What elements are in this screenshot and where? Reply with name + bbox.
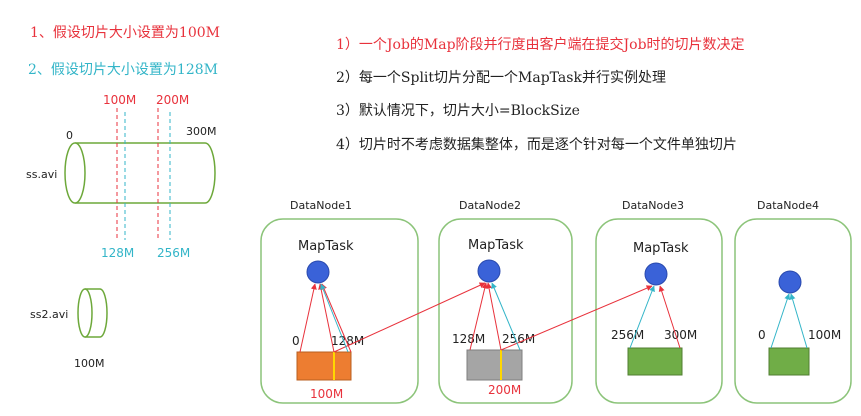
- datanode-1-right-label: 128M: [331, 334, 364, 348]
- datanode-2-right-label: 256M: [502, 332, 535, 346]
- datanode-2-split-label: 200M: [488, 383, 521, 397]
- datanode-4-maptask-circle: [778, 270, 802, 294]
- rule-1: 1）一个Job的Map阶段并行度由客户端在提交Job时的切片数决定: [336, 36, 745, 53]
- datanode-1-split-label: 100M: [310, 387, 343, 401]
- scenario-1-heading: 1、假设切片大小设置为100M: [30, 25, 220, 41]
- file-ss-avi-mark-128m: 128M: [101, 246, 134, 260]
- datanode-3-right-label: 300M: [664, 328, 697, 342]
- teal-split-arrows: [320, 282, 808, 353]
- file-ss2-avi-cylinder: [77, 288, 108, 338]
- datanode-1-maptask-circle: [306, 260, 330, 284]
- file-ss-avi-mark-0: 0: [66, 129, 73, 142]
- rule-2: 2）每一个Split切片分配一个MapTask并行实例处理: [336, 70, 666, 86]
- datanode-3-maptask-label: MapTask: [633, 241, 689, 256]
- scenario-2-heading: 2、假设切片大小设置为128M: [28, 62, 218, 78]
- file-ss-avi-mark-200m: 200M: [156, 93, 189, 107]
- datanode-2-maptask-label: MapTask: [468, 238, 524, 253]
- datanode-4-right-label: 100M: [808, 328, 841, 342]
- datanode-3-name: DataNode3: [622, 199, 684, 212]
- file-ss-avi-mark-256m: 256M: [157, 246, 190, 260]
- file-ss-avi-mark-300m: 300M: [186, 125, 217, 138]
- file-ss-avi-name: ss.avi: [26, 168, 57, 181]
- datanode-1-name: DataNode1: [290, 199, 352, 212]
- datanode-3-block: [627, 347, 683, 376]
- datanode-2-maptask-circle: [477, 259, 501, 283]
- file-ss2-avi-name: ss2.avi: [30, 308, 68, 321]
- datanode-2-left-label: 128M: [452, 332, 485, 346]
- file-ss-avi-mark-100m: 100M: [103, 93, 136, 107]
- datanode-4-left-label: 0: [758, 328, 766, 342]
- datanode-2-block: [466, 349, 523, 381]
- file-ss-avi-cylinder: [64, 142, 216, 204]
- red-split-arrows: [299, 282, 681, 353]
- datanode-2-name: DataNode2: [459, 199, 521, 212]
- datanode-3-maptask-circle: [644, 262, 668, 286]
- datanode-4: [734, 218, 852, 404]
- datanode-4-block: [768, 347, 810, 376]
- datanode-1-left-label: 0: [292, 334, 300, 348]
- file-ss2-avi-size: 100M: [74, 357, 105, 370]
- datanode-4-name: DataNode4: [757, 199, 819, 212]
- datanode-1-block: [296, 351, 352, 381]
- datanode-3-left-label: 256M: [611, 328, 644, 342]
- rule-3: 3）默认情况下，切片大小=BlockSize: [336, 103, 580, 119]
- rule-4: 4）切片时不考虑数据集整体，而是逐个针对每一个文件单独切片: [336, 136, 737, 153]
- datanode-1-maptask-label: MapTask: [298, 239, 354, 254]
